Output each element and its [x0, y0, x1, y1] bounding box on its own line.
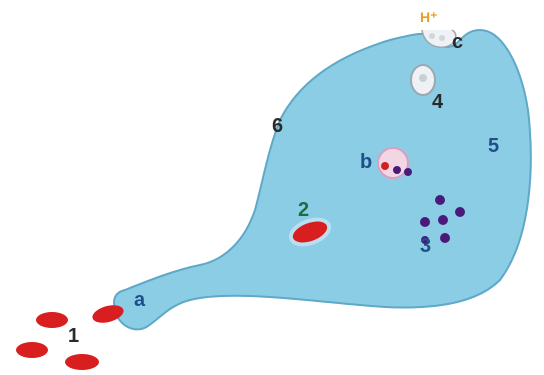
particle: [420, 217, 430, 227]
particle: [393, 166, 401, 174]
residual-body: [410, 64, 436, 96]
particle: [435, 195, 445, 205]
particle: [455, 207, 465, 217]
exocytosis-site: [421, 29, 457, 49]
red-blood-cells: [16, 305, 124, 370]
lysosome-vacuole: [377, 147, 412, 179]
label-6: 6: [272, 115, 283, 137]
label-c: c: [452, 31, 463, 53]
label-3: 3: [420, 235, 431, 257]
particle: [381, 162, 389, 170]
label-2: 2: [298, 199, 309, 221]
label-1: 1: [68, 325, 79, 347]
label-4: 4: [432, 91, 444, 113]
residual-particle: [419, 74, 427, 82]
exocytosed-particle: [439, 35, 445, 41]
label-b: b: [360, 151, 372, 173]
ingested-rbc-vacuole: [288, 217, 332, 247]
red-blood-cell: [16, 342, 48, 358]
red-blood-cell: [92, 305, 124, 323]
particle: [404, 168, 412, 176]
label-h-plus: H⁺: [420, 9, 438, 25]
label-a: a: [134, 289, 146, 311]
red-blood-cell: [36, 312, 68, 328]
red-blood-cell: [65, 354, 99, 370]
ingested-red-blood-cell: [292, 221, 328, 243]
particle: [421, 236, 429, 244]
digested-particles: [420, 195, 465, 244]
exocytosed-particle: [429, 33, 435, 39]
particle: [438, 215, 448, 225]
label-5: 5: [488, 135, 499, 157]
cell-body: [113, 28, 532, 331]
particle: [440, 233, 450, 243]
